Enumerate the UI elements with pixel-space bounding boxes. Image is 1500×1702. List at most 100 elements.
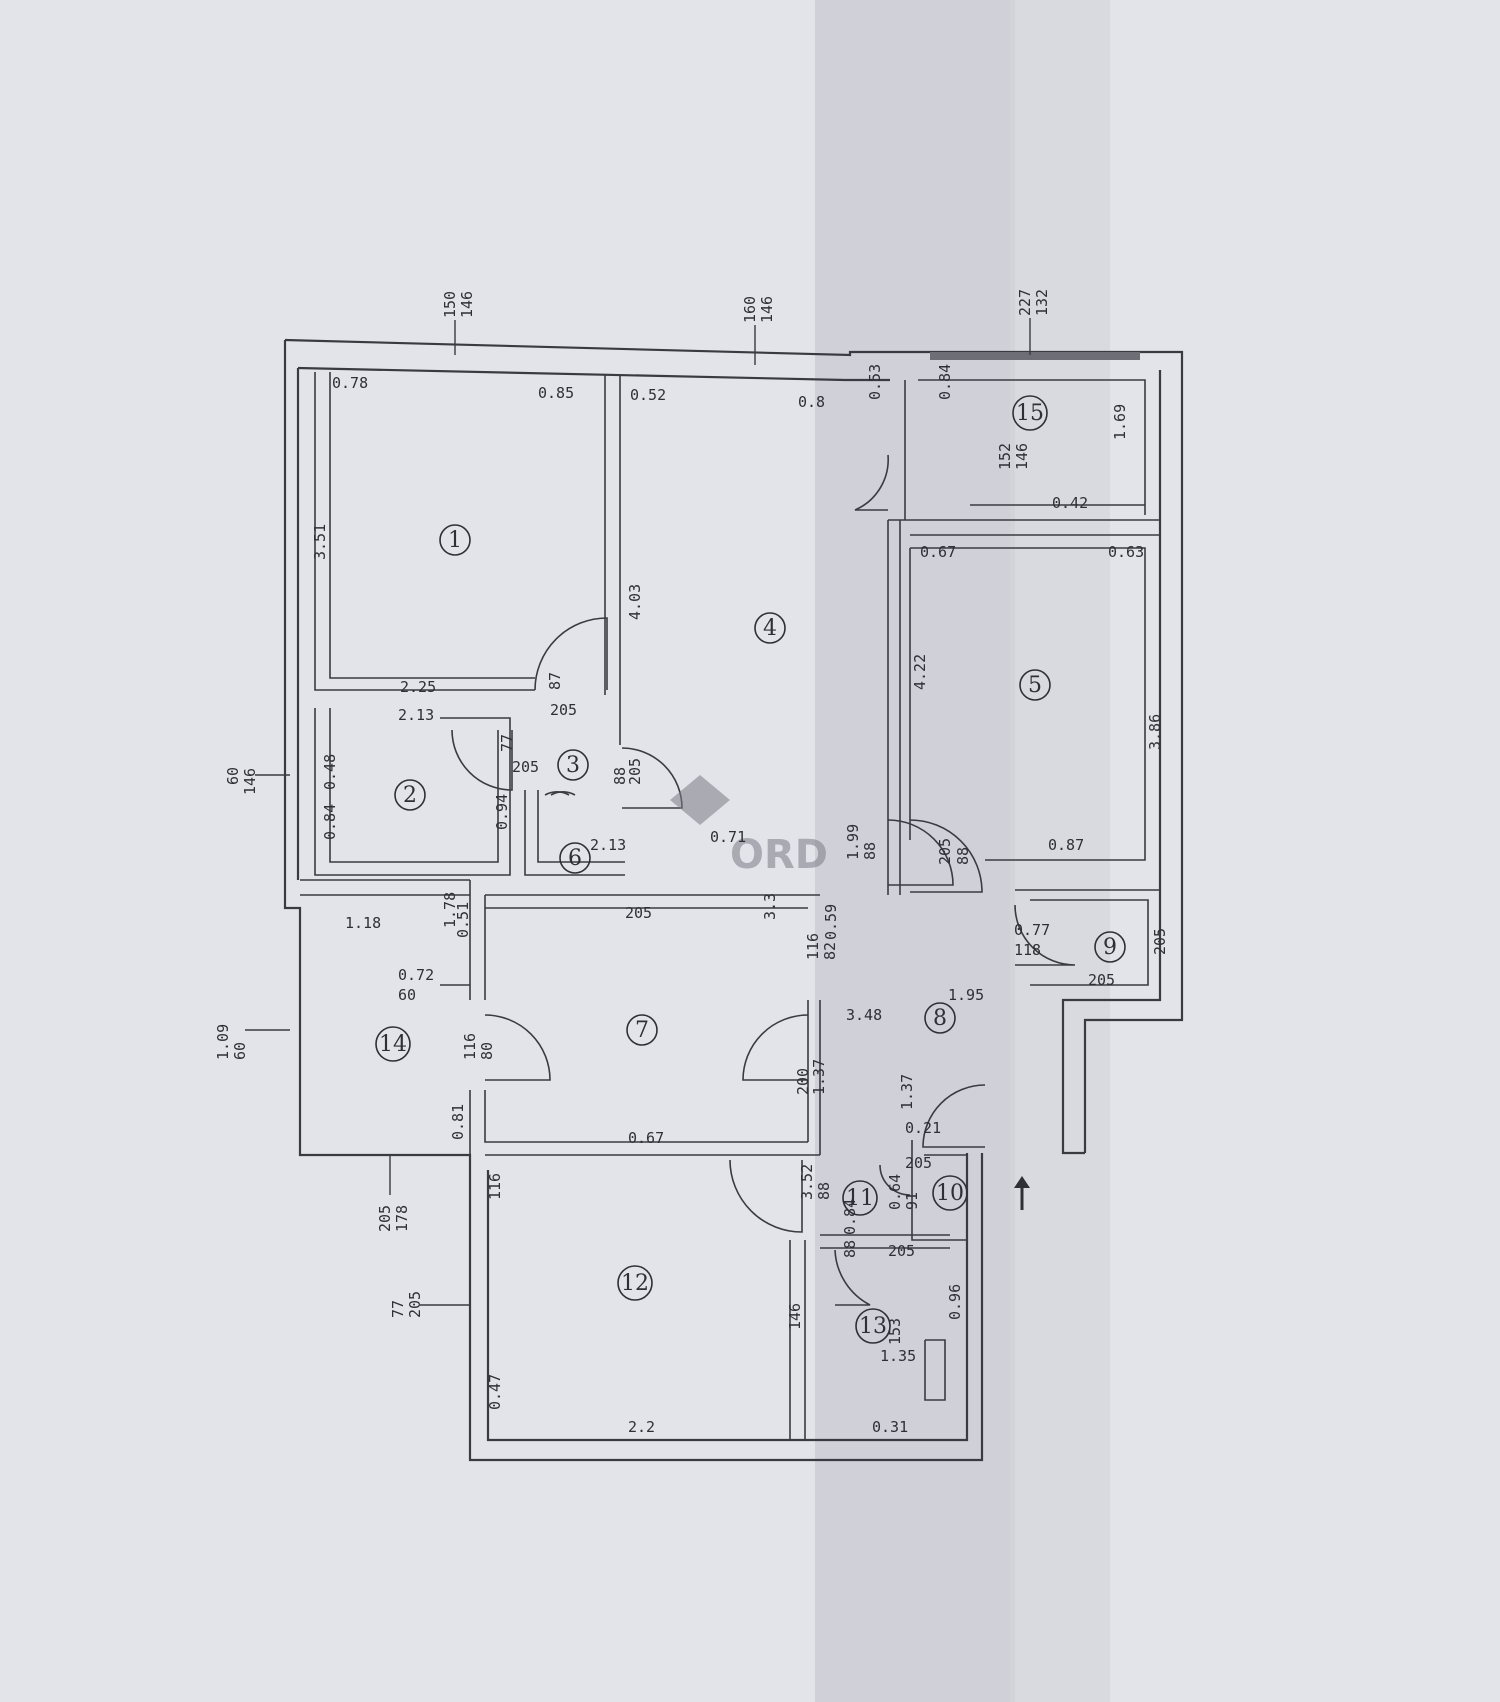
room-number: 6 [568, 846, 582, 871]
dimension-label: 0.8 [798, 393, 825, 411]
dimension-label: 60 [398, 986, 416, 1004]
dimension-label: 1.18 [345, 914, 381, 932]
dimension-label: 0.59 [822, 904, 840, 940]
room-2: 2 [394, 779, 426, 811]
room-number: 1 [448, 528, 462, 553]
dimension-label: 2.2 [628, 1418, 655, 1436]
dimension-label: 116 [461, 1033, 479, 1060]
room-circle [394, 779, 426, 811]
room-number: 8 [933, 1006, 947, 1031]
outer-walls [283, 338, 1184, 1462]
room-1: 1 [439, 524, 471, 556]
dimension-label: 146 [458, 291, 476, 318]
room-number: 13 [859, 1314, 887, 1339]
room-3: 3 [557, 749, 589, 781]
room-circle [855, 1308, 891, 1344]
dimension-label: 88 [861, 842, 879, 860]
entrance-arrow-icon [1014, 1176, 1030, 1210]
dimension-label: 60 [231, 1042, 249, 1060]
dimension-label: 0.42 [1052, 494, 1088, 512]
dimension-label: 227 [1016, 289, 1034, 316]
dimension-label: 153 [886, 1318, 904, 1345]
dimension-label: 0.71 [710, 828, 746, 846]
dimension-label: 2.13 [590, 836, 626, 854]
dimension-label: 152 [996, 443, 1014, 470]
dimension-label: 1.95 [948, 986, 984, 1004]
room-number: 11 [846, 1186, 874, 1211]
dimension-label: 2.25 [400, 678, 436, 696]
dimension-label: 88 [841, 1240, 859, 1258]
dimension-label: 160 [741, 296, 759, 323]
dimension-label: 116 [486, 1173, 504, 1200]
dimension-label: 0.94 [493, 794, 511, 830]
internal-walls [300, 372, 1161, 1440]
dimension-label: 205 [550, 701, 577, 719]
room-number: 15 [1016, 401, 1044, 426]
dimension-label: 87 [546, 672, 564, 690]
room-circle [924, 1002, 956, 1034]
dimension-label: 205 [625, 904, 652, 922]
dimension-label: 0.31 [872, 1418, 908, 1436]
room-circle [439, 524, 471, 556]
dimension-label: 146 [1013, 443, 1031, 470]
room-circle [754, 612, 786, 644]
dimension-label: 205 [376, 1205, 394, 1232]
room-circle [559, 842, 591, 874]
dimension-label: 146 [758, 296, 776, 323]
dimension-label: 88 [611, 767, 629, 785]
dimension-label: 0.67 [920, 543, 956, 561]
dimension-label: 1.37 [810, 1059, 828, 1095]
dimension-label: 3.3 [761, 893, 779, 920]
dimension-label: 205 [905, 1154, 932, 1172]
dimension-label: 0.84 [936, 364, 954, 400]
dimension-label: 146 [241, 768, 259, 795]
dimension-label: 0.21 [905, 1119, 941, 1137]
dimension-label: 205 [936, 838, 954, 865]
room-9: 9 [1094, 931, 1126, 963]
room-4: 4 [754, 612, 786, 644]
room-10: 10 [932, 1175, 968, 1211]
dimension-label: 88 [815, 1182, 833, 1200]
dimension-label: 116 [804, 933, 822, 960]
dimension-label: 205 [888, 1242, 915, 1260]
room-number: 14 [379, 1032, 407, 1057]
room-circle [626, 1014, 658, 1046]
dimension-label: 2.13 [398, 706, 434, 724]
dimension-label: 205 [1088, 971, 1115, 989]
dimension-label: 0.84 [841, 1199, 859, 1235]
dimension-label: 88 [954, 847, 972, 865]
dimension-label: 118 [1014, 941, 1041, 959]
room-circle [842, 1180, 878, 1216]
dimension-label: 0.51 [454, 902, 472, 938]
room-circle [1019, 669, 1051, 701]
dimension-label: 0.85 [538, 384, 574, 402]
dimension-label: 205 [626, 758, 644, 785]
dimension-label: 1.35 [880, 1347, 916, 1365]
dimension-label: 91 [903, 1192, 921, 1210]
dimension-label: 205 [406, 1291, 424, 1318]
dimension-label: 1.37 [898, 1074, 916, 1110]
room-circle [1012, 395, 1048, 431]
room-circle [557, 749, 589, 781]
dimension-label: 80 [478, 1042, 496, 1060]
dimension-label: 1.99 [844, 824, 862, 860]
dimension-label: 60 [224, 767, 242, 785]
room-13: 13 [855, 1308, 891, 1344]
dimension-label: 3.52 [798, 1164, 816, 1200]
room-number: 12 [621, 1271, 649, 1296]
dimension-label: 0.81 [449, 1104, 467, 1140]
dimension-label: 146 [786, 1303, 804, 1330]
dimension-label: 0.78 [332, 374, 368, 392]
dimension-label: 132 [1033, 289, 1051, 316]
room-circle [375, 1026, 411, 1062]
dimension-label: 4.03 [626, 584, 644, 620]
doors [451, 454, 1076, 1306]
room-circle [1094, 931, 1126, 963]
dimension-label: 0.47 [486, 1374, 504, 1410]
dimension-label: 0.48 [321, 754, 339, 790]
room-7: 7 [626, 1014, 658, 1046]
dimension-label: 82 [821, 942, 839, 960]
fold-shadow-soft [1010, 0, 1110, 1702]
